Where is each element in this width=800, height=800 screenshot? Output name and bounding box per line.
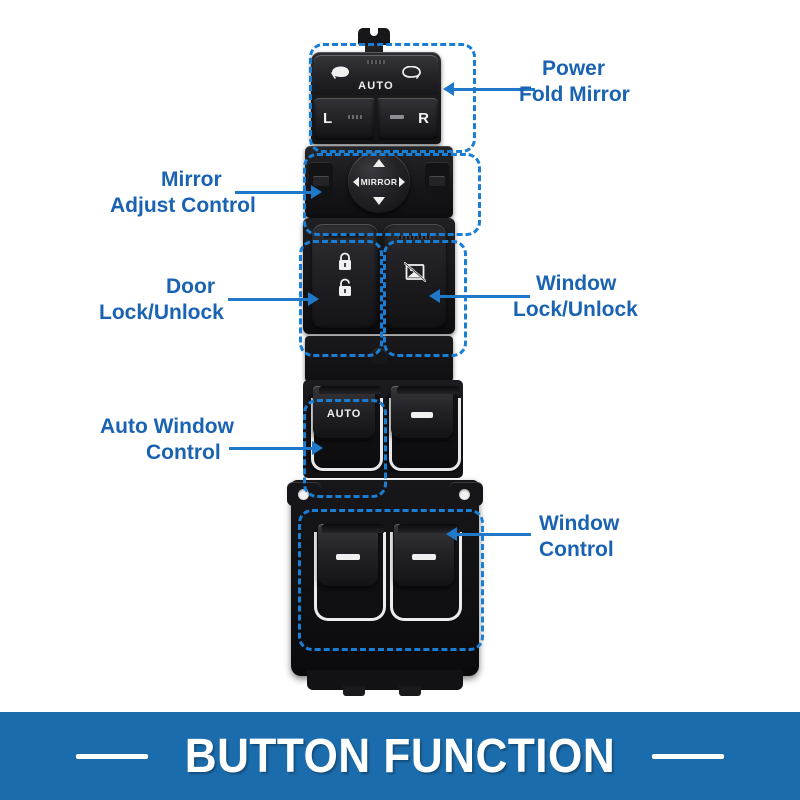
- mirror-left-indicator-icon: [348, 115, 362, 119]
- window-switch-bar-icon: [411, 412, 433, 418]
- mount-ear-right: [449, 482, 483, 506]
- mirror-knob-label: MIRROR: [360, 177, 398, 187]
- leader-line: [235, 191, 313, 194]
- mirror-auto-label: AUTO: [358, 80, 394, 92]
- mirror-right-indicator-icon: [390, 115, 404, 119]
- housing-foot: [307, 670, 463, 690]
- window-lock-crossed-icon: [403, 262, 426, 282]
- arrowhead-icon: [312, 441, 323, 455]
- window-lock-slot: [397, 235, 431, 239]
- padlock-open-icon: [339, 278, 351, 296]
- housing-clip-right: [425, 162, 449, 202]
- door-lock-slot: [324, 234, 366, 239]
- mirror-left-label: L: [323, 110, 333, 127]
- arrow-right-icon: [399, 177, 406, 187]
- bottom-banner: BUTTON FUNCTION: [0, 712, 800, 800]
- power-fold-mirror-button[interactable]: AUTO: [314, 55, 438, 95]
- passenger-window-switch[interactable]: [385, 384, 461, 474]
- callout-label-line2: Fold Mirror: [519, 83, 630, 106]
- callout-label-line1: Window: [539, 512, 620, 535]
- callout-label-line1: Auto Window: [100, 415, 234, 438]
- arrowhead-icon: [311, 185, 322, 199]
- banner-rule-right: [651, 753, 724, 759]
- callout-label-line2: Lock/Unlock: [99, 301, 224, 324]
- switch-housing-lower: [287, 480, 483, 696]
- power-window-master-switch: AUTO L R MIRROR: [283, 28, 508, 696]
- power-fold-mirror-section: AUTO L R: [311, 52, 441, 144]
- arrowhead-icon: [446, 527, 457, 541]
- rear-right-window-switch[interactable]: [389, 520, 462, 628]
- mirror-adjust-section: MIRROR: [305, 146, 453, 218]
- arrow-left-icon: [352, 177, 359, 187]
- housing-nub: [371, 348, 387, 364]
- mirror-knob-center: MIRROR: [348, 176, 410, 188]
- arrow-up-icon: [373, 159, 385, 167]
- auto-window-label: AUTO: [326, 408, 362, 420]
- callout-label-line2: Control: [539, 538, 614, 561]
- callout-label-line1: Door: [166, 275, 215, 298]
- mirror-right-select-button[interactable]: R: [378, 98, 438, 140]
- mirror-adjust-knob[interactable]: MIRROR: [348, 151, 410, 213]
- mirror-left-select-button[interactable]: L: [314, 98, 374, 140]
- window-switch-bar-icon: [336, 554, 360, 560]
- housing-bridge: [305, 336, 453, 382]
- padlock-closed-icon: [339, 252, 351, 270]
- banner-rule-left: [76, 753, 149, 759]
- front-window-switch-section: AUTO: [303, 380, 463, 478]
- mounting-clip: [358, 28, 390, 45]
- window-lock-button[interactable]: [383, 224, 446, 328]
- mirror-left-icon: [331, 66, 349, 79]
- callout-label-line1: Mirror: [161, 168, 222, 191]
- mount-ear-left: [287, 482, 321, 506]
- lock-section: [303, 218, 455, 334]
- window-switch-bar-icon: [412, 554, 436, 560]
- mirror-right-icon: [402, 66, 421, 79]
- callout-label-line2: Adjust Control: [110, 194, 256, 217]
- arrowhead-icon: [429, 289, 440, 303]
- driver-window-auto-switch[interactable]: AUTO: [307, 384, 383, 474]
- rear-window-switch-row: [313, 520, 462, 628]
- leader-line: [452, 88, 535, 91]
- rear-left-window-switch[interactable]: [313, 520, 386, 628]
- leader-line: [438, 295, 530, 298]
- arrowhead-icon: [443, 82, 454, 96]
- mirror-select-row: L R: [314, 98, 438, 140]
- leader-line: [228, 298, 310, 301]
- arrowhead-icon: [308, 292, 319, 306]
- callout-label-line2: Lock/Unlock: [513, 298, 638, 321]
- leader-line: [229, 447, 314, 450]
- fold-indicator-icon: [367, 60, 385, 64]
- arrow-down-icon: [373, 197, 385, 205]
- mirror-right-label: R: [418, 110, 429, 127]
- callout-label-line2: Control: [146, 441, 221, 464]
- leader-line: [455, 533, 531, 536]
- door-lock-unlock-button[interactable]: [312, 224, 378, 328]
- banner-title: BUTTON FUNCTION: [184, 729, 616, 783]
- housing-foot-tab: [343, 686, 365, 696]
- callout-label-line1: Window: [536, 272, 617, 295]
- callout-label-line1: Power: [542, 57, 606, 80]
- housing-foot-tab: [399, 686, 421, 696]
